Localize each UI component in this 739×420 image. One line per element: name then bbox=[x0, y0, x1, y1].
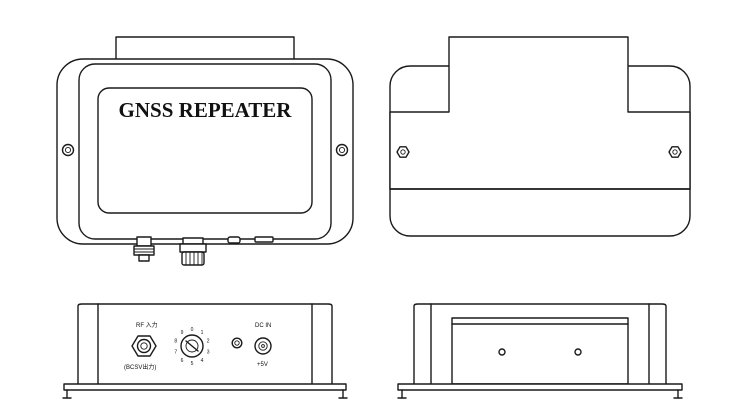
led-indicator-icon bbox=[231, 337, 243, 349]
mounting-bracket bbox=[389, 36, 691, 190]
dial-digit: 8 bbox=[174, 339, 177, 345]
rotary-knob-icon bbox=[179, 237, 207, 266]
dc-jack-icon bbox=[254, 337, 272, 355]
label-plate bbox=[97, 87, 313, 214]
right-hex-nut-icon bbox=[668, 146, 682, 158]
side-body bbox=[77, 303, 333, 384]
product-title: GNSS REPEATER bbox=[119, 98, 293, 122]
plain-side-view bbox=[397, 303, 683, 399]
dial-digits: 0 12 34 5 67 89 bbox=[174, 327, 209, 367]
back-view bbox=[389, 36, 691, 237]
dial-digit: 9 bbox=[181, 330, 184, 336]
dial-digit: 7 bbox=[174, 349, 177, 355]
rotary-selector-icon bbox=[180, 334, 204, 358]
base-plate bbox=[63, 383, 347, 391]
rf-sublabel: (BCSV出力) bbox=[124, 363, 156, 371]
dial-digit: 4 bbox=[201, 358, 204, 364]
dial-digit: 1 bbox=[201, 330, 204, 336]
dc-label: DC IN bbox=[255, 323, 271, 329]
left-screw-icon bbox=[61, 143, 75, 157]
dc-sublabel: +5V bbox=[257, 362, 268, 368]
dial-digit: 6 bbox=[181, 358, 184, 364]
front-view: GNSS REPEATER bbox=[56, 36, 354, 266]
foot-screw-icon bbox=[62, 389, 72, 399]
right-screw-icon bbox=[335, 143, 349, 157]
rf-connector-icon bbox=[131, 335, 157, 357]
dial-digit: 3 bbox=[207, 349, 210, 355]
dial-digit: 2 bbox=[207, 339, 210, 345]
dial-digit: 0 bbox=[191, 327, 194, 333]
left-hex-nut-icon bbox=[396, 146, 410, 158]
rf-label: RF 入力 bbox=[136, 321, 158, 329]
outer-housing bbox=[56, 58, 354, 245]
dial-digit: 5 bbox=[191, 361, 194, 367]
dc-jack-nub-icon bbox=[254, 236, 274, 243]
sma-connector-icon bbox=[133, 236, 155, 262]
bolt-hole-icon bbox=[498, 348, 506, 356]
inner-body bbox=[78, 63, 332, 240]
foot-screw-icon bbox=[673, 389, 683, 399]
connector-side-view: RF 入力 (BCSV出力) 0 12 34 5 67 89 DC IN +5V bbox=[62, 303, 348, 399]
side-bracket bbox=[451, 317, 629, 385]
plain-base-plate bbox=[397, 383, 683, 391]
bolt-hole-icon bbox=[574, 348, 582, 356]
led-nub-icon bbox=[227, 236, 241, 244]
foot-screw-icon bbox=[338, 389, 348, 399]
foot-screw-icon bbox=[397, 389, 407, 399]
